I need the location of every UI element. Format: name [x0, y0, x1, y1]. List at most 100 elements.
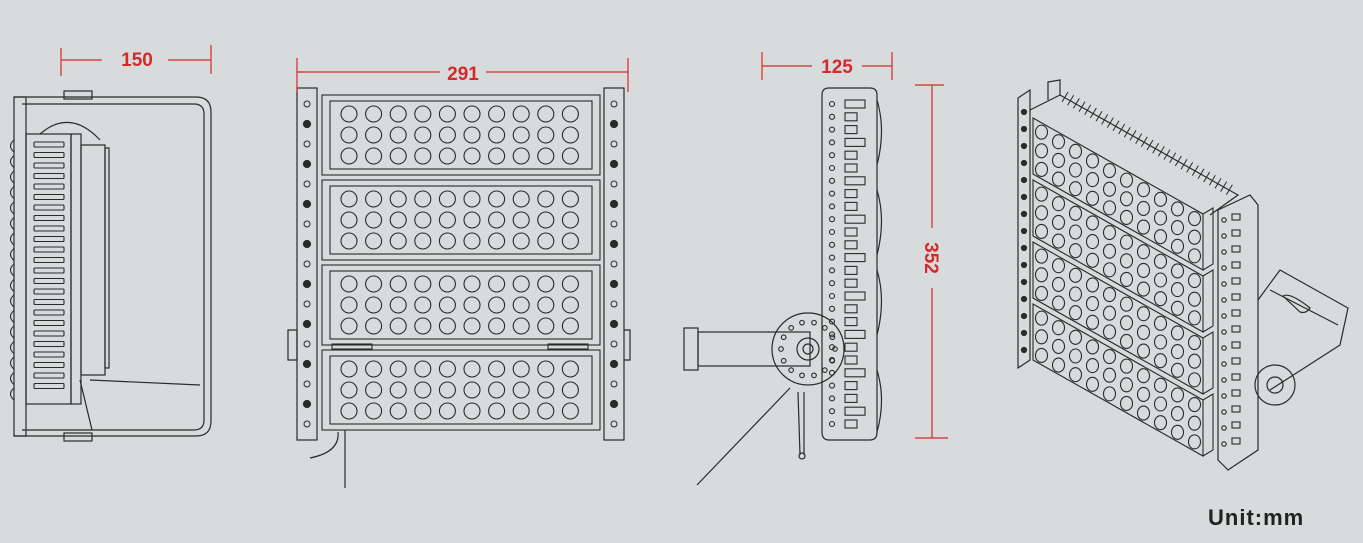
- frame-hole: [303, 220, 311, 228]
- led-lens: [512, 190, 530, 208]
- heatsink-fin: [33, 141, 65, 148]
- led-lens: [365, 317, 383, 335]
- led-lens: [389, 317, 407, 335]
- led-lens: [438, 381, 456, 399]
- led-lens: [561, 402, 579, 420]
- led-lens: [414, 296, 432, 314]
- led-module-frame: [321, 264, 601, 346]
- persp-fin: [1140, 136, 1148, 148]
- persp-fin: [1180, 158, 1188, 170]
- persp-led-lens: [1102, 243, 1117, 259]
- led-lens: [365, 381, 383, 399]
- heatsink-fin: [33, 319, 65, 327]
- led-lens: [389, 232, 407, 250]
- led-lens: [414, 147, 432, 165]
- dimension-front-width: [296, 58, 629, 92]
- heatsink-fin: [33, 151, 65, 159]
- frame-hole: [610, 340, 618, 348]
- persp-rail-hole: [1020, 261, 1028, 269]
- disk-hole: [832, 346, 838, 352]
- persp-led-lens: [1136, 386, 1151, 402]
- led-lens: [438, 317, 456, 335]
- led-lens: [365, 360, 383, 378]
- persp-led-lens: [1051, 134, 1066, 150]
- plate-slot: [844, 329, 866, 339]
- persp-fin: [1106, 117, 1114, 128]
- heatsink-fin: [33, 235, 65, 243]
- led-lens: [414, 105, 432, 123]
- led-lens: [537, 296, 555, 314]
- led-lens: [463, 190, 481, 208]
- frame-hole: [609, 239, 619, 249]
- persp-led-lens: [1085, 358, 1100, 374]
- persp-led-lens: [1119, 172, 1134, 188]
- dimension-label-150: 150: [121, 50, 153, 71]
- led-lens: [389, 105, 407, 123]
- led-lens: [365, 211, 383, 229]
- plate-hole: [828, 420, 836, 428]
- plate-hole: [828, 228, 836, 236]
- led-lens: [561, 381, 579, 399]
- frame-hole: [610, 420, 618, 428]
- led-lens: [438, 402, 456, 420]
- persp-rail-slot: [1231, 325, 1241, 333]
- heatsink-fin: [33, 309, 65, 316]
- persp-led-lens: [1034, 248, 1049, 264]
- plate-hole: [828, 254, 836, 261]
- persp-led-lens: [1153, 415, 1168, 431]
- plate-slot: [844, 278, 858, 288]
- frame-hole: [610, 140, 618, 148]
- persp-led-lens: [1051, 171, 1066, 187]
- heatsink-fin: [33, 172, 65, 180]
- persp-led-lens: [1085, 252, 1100, 268]
- led-lens: [365, 190, 383, 208]
- led-lens: [463, 360, 481, 378]
- frame-hole: [303, 260, 311, 268]
- led-lens: [488, 360, 506, 378]
- persp-led-lens: [1170, 387, 1185, 403]
- persp-led-lens: [1068, 143, 1083, 159]
- persp-led-lens: [1102, 367, 1117, 383]
- led-bump: [9, 372, 15, 385]
- heatsink-fin: [33, 351, 65, 358]
- persp-led-lens: [1153, 377, 1168, 393]
- led-lens: [561, 105, 579, 123]
- persp-fin: [1174, 155, 1182, 167]
- plate-slot: [844, 112, 858, 122]
- plate-slot: [844, 150, 858, 160]
- perspective-led-modules: [1032, 117, 1214, 457]
- led-lens: [438, 105, 456, 123]
- led-bump: [9, 248, 15, 261]
- persp-led-lens: [1051, 357, 1066, 373]
- persp-rail-slot: [1231, 213, 1241, 221]
- persp-fin: [1078, 101, 1086, 112]
- persp-led-lens: [1136, 405, 1151, 421]
- led-lens: [488, 402, 506, 420]
- led-lens: [340, 211, 358, 229]
- persp-led-lens: [1102, 286, 1117, 303]
- persp-rail-hole: [1221, 345, 1227, 351]
- led-lens: [561, 232, 579, 250]
- persp-fin: [1129, 130, 1137, 141]
- persp-rail-slot: [1231, 245, 1241, 253]
- persp-rail-hole: [1221, 409, 1227, 415]
- led-module-lens-plate: [329, 355, 593, 425]
- persp-led-lens: [1170, 362, 1185, 378]
- front-led-modules: [321, 94, 601, 431]
- led-lens: [512, 360, 530, 378]
- persp-led-lens: [1119, 296, 1134, 312]
- bracket-slots: [828, 99, 866, 429]
- persp-rail-hole: [1020, 142, 1028, 150]
- plate-slot: [844, 355, 858, 365]
- plate-hole: [828, 113, 836, 120]
- persp-rail-slot: [1231, 437, 1241, 445]
- disk-hole: [829, 357, 836, 364]
- led-lens: [488, 275, 506, 293]
- heatsink-fin: [33, 340, 65, 348]
- frame-hole: [302, 359, 312, 369]
- led-lens: [537, 147, 555, 165]
- persp-fin: [1169, 152, 1177, 164]
- persp-led-lens: [1085, 172, 1100, 188]
- plate-slot: [844, 419, 858, 429]
- frame-hole: [302, 119, 312, 129]
